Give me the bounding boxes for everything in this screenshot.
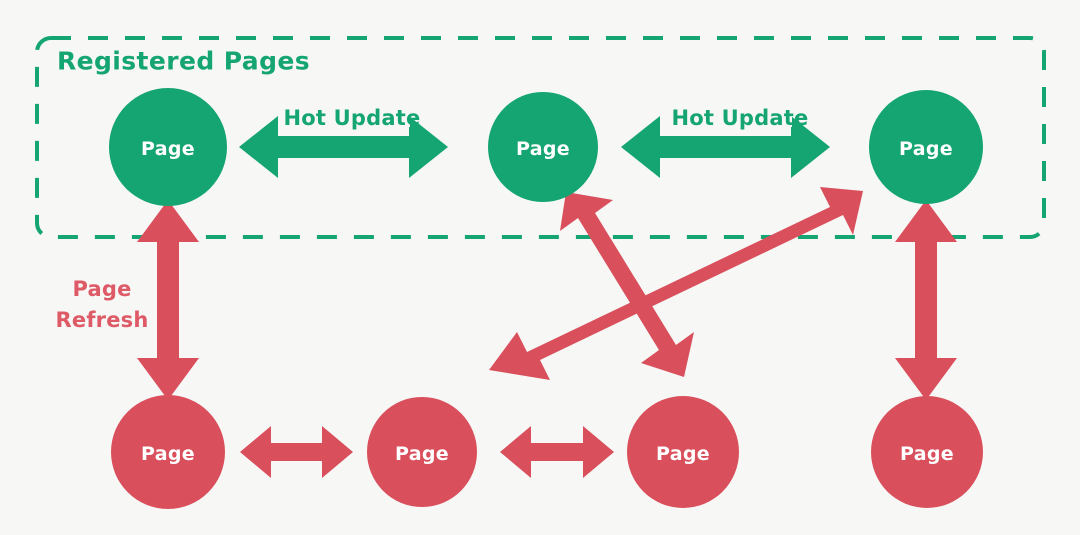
- bottom-arrow-1-shape: [240, 426, 353, 478]
- registered-node-3-circle[interactable]: [869, 90, 983, 204]
- hot-update-label-1-backdrop: [278, 100, 410, 127]
- hot-update-arrow-2-shape: [621, 116, 830, 178]
- registered-node-2[interactable]: Page: [488, 92, 598, 202]
- unregistered-node-4-label: Page: [900, 443, 954, 465]
- registered-node-1-label: Page: [141, 138, 195, 160]
- right-refresh-arrow: [895, 200, 957, 400]
- page-refresh-arrow: Page Refresh: [56, 200, 199, 400]
- hot-update-arrow-1: Hot Update: [239, 100, 448, 178]
- diagonal-arrow-ne: [489, 187, 863, 380]
- registered-node-1-circle[interactable]: [109, 88, 227, 206]
- right-refresh-arrow-shape: [895, 200, 957, 400]
- diagonal-arrow-ne-shape: [489, 187, 863, 380]
- diagonal-arrow-se: [560, 192, 694, 377]
- unregistered-node-1-label: Page: [141, 443, 195, 465]
- unregistered-node-2-label: Page: [395, 443, 449, 465]
- registered-pages-group-box: Registered Pages: [35, 36, 1046, 239]
- bottom-arrow-2: [500, 426, 614, 478]
- group-title: Registered Pages: [57, 47, 310, 76]
- group-title-backdrop: [50, 42, 300, 76]
- group-box-border: [35, 36, 1046, 239]
- unregistered-node-3-label: Page: [656, 443, 710, 465]
- unregistered-node-2[interactable]: Page: [367, 397, 477, 507]
- hot-update-arrow-2: Hot Update: [621, 100, 830, 178]
- unregistered-node-4[interactable]: Page: [871, 396, 983, 508]
- unregistered-node-2-circle[interactable]: [367, 397, 477, 507]
- unregistered-node-4-circle[interactable]: [871, 396, 983, 508]
- registered-node-3[interactable]: Page: [869, 90, 983, 204]
- hot-update-label-1: Hot Update: [284, 106, 421, 130]
- page-refresh-label-line2: Refresh: [56, 308, 149, 332]
- unregistered-node-1[interactable]: Page: [111, 395, 225, 509]
- page-refresh-label-line1: Page: [72, 277, 131, 301]
- hot-update-arrow-1-shape: [239, 116, 448, 178]
- hot-update-label-2-backdrop: [660, 100, 792, 127]
- registered-node-2-label: Page: [516, 138, 570, 160]
- bottom-arrow-2-shape: [500, 426, 614, 478]
- page-refresh-arrow-shape: [137, 200, 199, 400]
- unregistered-node-3-circle[interactable]: [627, 396, 739, 508]
- hot-update-label-2: Hot Update: [672, 106, 809, 130]
- registered-node-3-label: Page: [899, 138, 953, 160]
- unregistered-node-3[interactable]: Page: [627, 396, 739, 508]
- bottom-arrow-1: [240, 426, 353, 478]
- unregistered-node-1-circle[interactable]: [111, 395, 225, 509]
- diagonal-arrow-se-shape: [560, 192, 694, 377]
- registered-node-2-circle[interactable]: [488, 92, 598, 202]
- registered-node-1[interactable]: Page: [109, 88, 227, 206]
